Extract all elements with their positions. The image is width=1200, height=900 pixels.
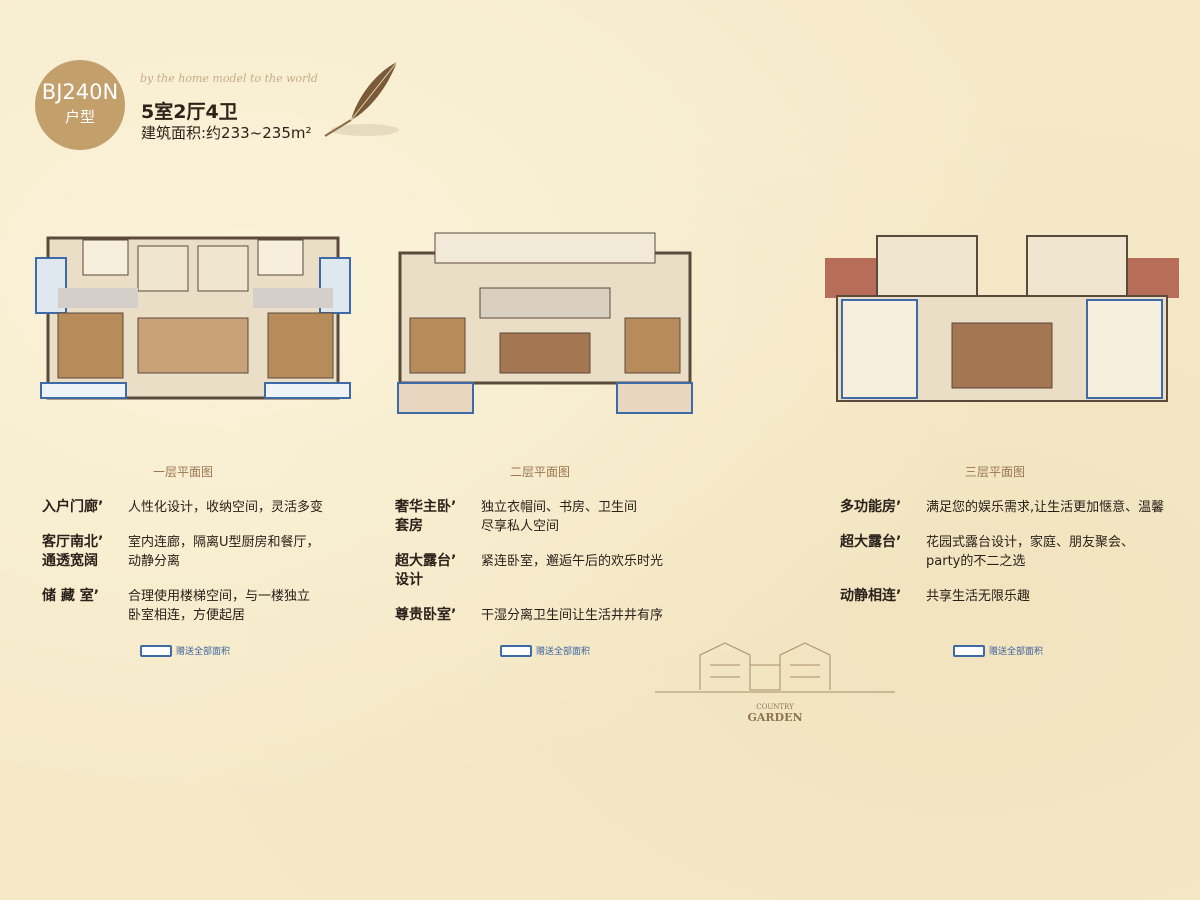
legend-label: 赠送全部面积 [176,647,231,657]
feature-key: 尊贵卧室’ [395,607,457,623]
legend-swatch [140,644,172,657]
feature-value: 合理使用楼梯空间，与一楼独立 卧室相连，方便起居 [128,589,311,623]
floor-2-legend: 赠送全部面积 [500,644,590,657]
floor-3-legend: 赠送全部面积 [953,644,1043,657]
feature-value: 花园式露台设计，家庭、朋友聚会、 party的不二之选 [926,535,1135,569]
legend-swatch [953,644,985,657]
logo-line-2: GARDEN [747,711,803,724]
floor-1-features: 入户门廊’ 人性化设计，收纳空间，灵活多变 客厅南北’ 通透宽阔室内连廊，隔离U型… [42,498,323,641]
feature-row: 尊贵卧室’ 干湿分离卫生间让生活井井有序 [395,606,663,625]
legend-label: 赠送全部面积 [989,647,1044,657]
feature-value: 室内连廊，隔离U型厨房和餐厅， 动静分离 [128,535,320,569]
floor-plan-1 [35,236,351,400]
floor-3-title: 三层平面图 [965,465,1026,479]
floor-1-legend: 赠送全部面积 [140,644,230,657]
feature-key: 多功能房’ [840,499,902,515]
floor-1-title: 一层平面图 [153,465,214,479]
feature-value: 独立衣帽间、书房、卫生间 尽享私人空间 [481,500,638,534]
feature-key: 超大露台’ 设计 [395,553,457,588]
feature-key: 奢华主卧’ 套房 [395,499,457,534]
feature-row: 动静相连’ 共享生活无限乐趣 [840,587,1164,606]
model-type: 户型 [64,108,95,126]
feature-row: 多功能房’ 满足您的娱乐需求,让生活更加惬意、温馨 [840,498,1164,517]
floor-plan-2 [397,232,693,414]
legend-swatch [500,644,532,657]
feature-key: 超大露台’ [840,534,902,550]
floor-2-title: 二层平面图 [510,465,571,479]
feature-value: 干湿分离卫生间让生活井井有序 [481,608,664,623]
feature-key: 客厅南北’ 通透宽阔 [42,534,104,569]
country-garden-logo: COUNTRY GARDEN [655,635,895,724]
floor-plan-3 [825,235,1179,402]
feature-row: 超大露台’ 设计 紧连卧室，邂逅午后的欢乐时光 [395,552,663,590]
model-badge: BJ240N 户型 [35,60,125,150]
floor-2-features: 奢华主卧’ 套房独立衣帽间、书房、卫生间 尽享私人空间 超大露台’ 设计 紧连卧室… [395,498,663,641]
feature-row: 入户门廊’ 人性化设计，收纳空间，灵活多变 [42,498,323,517]
feature-value: 满足您的娱乐需求,让生活更加惬意、温馨 [926,500,1165,515]
logo-line-1: COUNTRY [756,703,794,711]
feature-key: 动静相连’ [840,588,902,604]
feature-key: 储 藏 室’ [42,588,100,604]
feature-row: 储 藏 室’ 合理使用楼梯空间，与一楼独立 卧室相连，方便起居 [42,587,323,625]
feature-row: 奢华主卧’ 套房独立衣帽间、书房、卫生间 尽享私人空间 [395,498,663,536]
villa-sketch-icon [655,642,895,693]
slogan: by the home model to the world [140,72,318,85]
model-code: BJ240N [41,80,119,104]
floor-3-features: 多功能房’ 满足您的娱乐需求,让生活更加惬意、温馨 超大露台’ 花园式露台设计，家庭… [840,498,1164,622]
feature-row: 超大露台’ 花园式露台设计，家庭、朋友聚会、 party的不二之选 [840,533,1164,571]
feather-icon [324,61,399,137]
room-count: 5室2厅4卫 [141,101,238,123]
feature-value: 共享生活无限乐趣 [926,589,1031,604]
feature-value: 人性化设计，收纳空间，灵活多变 [128,500,324,515]
feature-value: 紧连卧室，邂逅午后的欢乐时光 [481,554,664,569]
legend-label: 赠送全部面积 [536,647,591,657]
feature-key: 入户门廊’ [42,499,104,515]
floor-area: 建筑面积:约233~235m² [141,124,312,142]
feature-row: 客厅南北’ 通透宽阔室内连廊，隔离U型厨房和餐厅， 动静分离 [42,533,323,571]
